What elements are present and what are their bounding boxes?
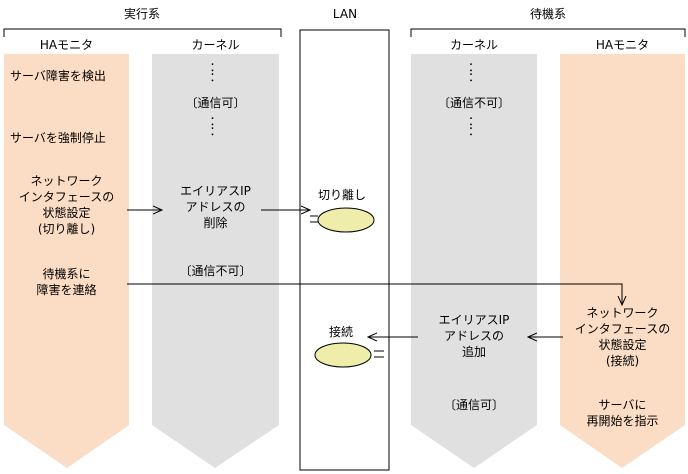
active-ha-set-interface: ネットワーク インタフェースの 状態設定 (切り離し) <box>18 174 115 236</box>
active-kernel-dots-2: ：： <box>209 114 222 138</box>
standby-kernel-header: カーネル <box>449 38 498 52</box>
standby-kernel-comm-ok: 〔通信可〕 <box>443 398 504 412</box>
active-ha-header: HAモニタ <box>39 38 94 52</box>
active-kernel-alias-delete: エイリアスIP アドレスの 削除 <box>180 184 251 230</box>
active-ha-notify-standby: 待機系に 障害を連絡 <box>36 267 97 297</box>
standby-kernel-dots-2: ：： <box>467 114 480 138</box>
standby-kernel-alias-add: エイリアスIP アドレスの 追加 <box>438 313 510 359</box>
standby-group-label: 待機系 <box>529 7 566 21</box>
active-kernel-header: カーネル <box>191 38 240 52</box>
active-ha-column <box>4 54 129 468</box>
detach-connector <box>317 207 375 233</box>
lan-detach-label: 切り離し <box>318 188 367 202</box>
active-kernel-comm-ok: 〔通信可〕 <box>185 96 246 110</box>
arrow-notify-standby <box>127 283 622 305</box>
active-group-bracket <box>3 28 282 37</box>
standby-kernel-comm-ng: 〔通信不可〕 <box>437 96 510 110</box>
active-ha-force-stop: サーバを強制停止 <box>10 131 106 145</box>
lan-box <box>299 29 390 471</box>
standby-ha-restart-server: サーバに 再開始を指示 <box>586 398 659 428</box>
lan-label: LAN <box>332 7 358 21</box>
active-kernel-column <box>152 54 279 468</box>
lan-connect-label: 接続 <box>329 325 354 339</box>
standby-ha-set-interface: ネットワーク インタフェースの 状態設定 (接続) <box>574 306 671 368</box>
connect-connector <box>314 342 372 368</box>
active-ha-detect-failure: サーバ障害を検出 <box>10 69 106 83</box>
standby-group-bracket <box>410 28 686 37</box>
standby-kernel-column <box>411 54 537 468</box>
active-kernel-dots-1: ：： <box>209 60 222 84</box>
standby-kernel-dots-1: ：： <box>467 60 480 84</box>
active-group-label: 実行系 <box>123 7 160 21</box>
active-kernel-comm-ng: 〔通信不可〕 <box>179 264 252 278</box>
standby-ha-header: HAモニタ <box>595 38 650 52</box>
standby-ha-column <box>560 54 685 468</box>
